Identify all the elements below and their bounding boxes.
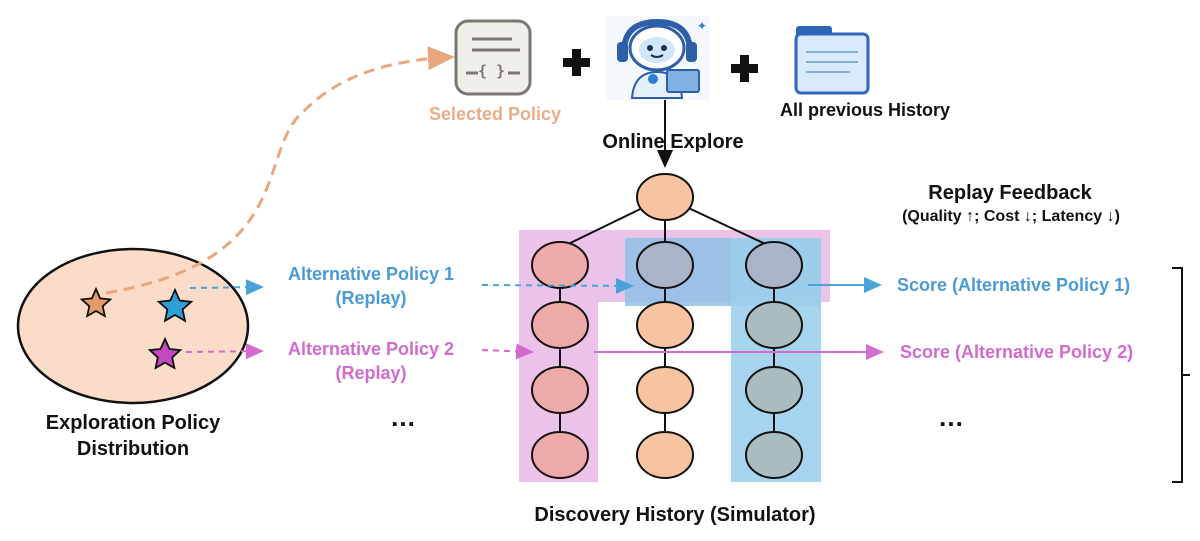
score-alt-1: Score (Alternative Policy 1) [897,275,1131,295]
middle-ellipsis: … [390,402,416,432]
replay-feedback-title: Replay Feedback [928,182,1092,204]
distribution-label-line2: Distribution [76,438,190,460]
alt-policy-1-label: Alternative Policy 1 [287,264,455,284]
alt-policy-1-replay: (Replay) [335,288,407,308]
tree-node [636,241,694,289]
discovery-history-caption: Discovery History (Simulator) [534,504,816,526]
replay-feedback-subtitle: (Quality ↑; Cost ↓; Latency ↓) [902,208,1120,225]
right-ellipsis: … [938,402,964,432]
alt2-dashed-arrow [185,343,264,360]
history-folder-icon [794,26,870,95]
plus-icon [563,49,590,76]
tree-node [531,366,589,414]
tree-node [745,431,803,479]
plus-icon [731,55,758,82]
root-node [636,173,694,221]
alt2-into-tree-arrow [481,343,534,360]
selected-policy-label: Selected Policy [428,104,562,124]
alt-policy-2-replay: (Replay) [335,363,407,383]
score-bracket [1172,267,1190,483]
tree-node [745,241,803,289]
alt-policy-2-label: Alternative Policy 2 [287,339,455,359]
policy-document-icon [454,19,532,96]
svg-text:✦: ✦ [697,19,707,33]
tree-node [636,366,694,414]
alt1-dashed-arrow [189,279,264,296]
online-explore-label: Online Explore [602,131,744,153]
distribution-label-line1: Exploration Policy [45,412,221,434]
policy-distribution-ellipse [16,247,250,405]
selected-policy-curve [105,46,455,295]
tree-node [745,301,803,349]
policy-doc-glyph: { } [478,62,506,80]
history-label: All previous History [779,100,951,120]
star-icon [79,286,113,318]
star-icon [147,336,183,370]
tree-node [745,366,803,414]
star-icon [156,287,194,323]
score-alt-2: Score (Alternative Policy 2) [900,342,1134,362]
tree-nodes [531,173,803,479]
tree-node [531,241,589,289]
tree-node [636,301,694,349]
tree-node [531,301,589,349]
robot-laptop-icon: ✦ [606,16,710,100]
tree-node [531,431,589,479]
alt1-into-tree-arrow [481,277,634,294]
tree-node [636,431,694,479]
